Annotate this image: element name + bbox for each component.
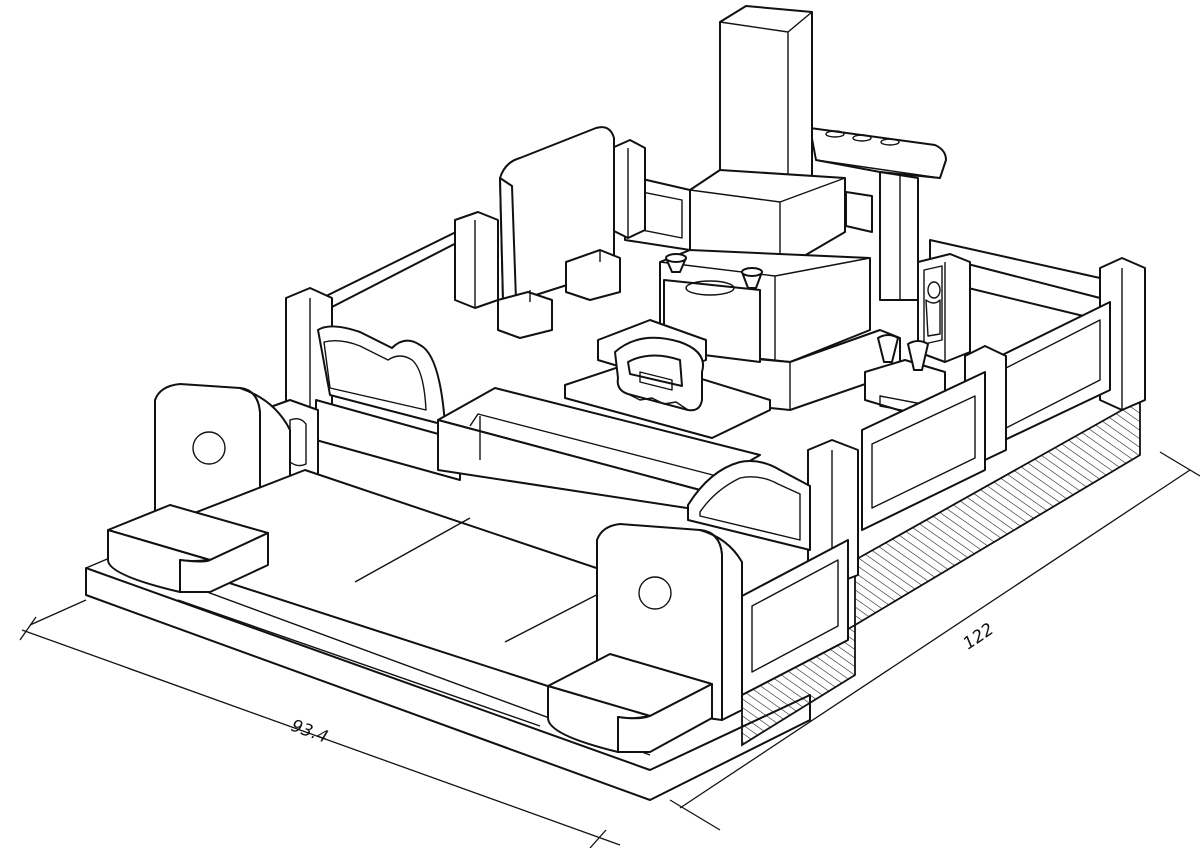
dimension-width-label: 93.4 bbox=[288, 716, 330, 748]
front-right-step-block bbox=[547, 653, 713, 753]
front-left-step-block bbox=[107, 504, 269, 593]
right-fence bbox=[687, 257, 1146, 747]
left-fence bbox=[261, 287, 461, 491]
rear-stele bbox=[497, 126, 621, 339]
incense-burner bbox=[564, 319, 771, 439]
back-fence bbox=[317, 139, 1101, 346]
dimension-depth-label: 122 bbox=[960, 619, 998, 654]
front-platform bbox=[85, 469, 811, 801]
central-steps bbox=[437, 387, 761, 511]
